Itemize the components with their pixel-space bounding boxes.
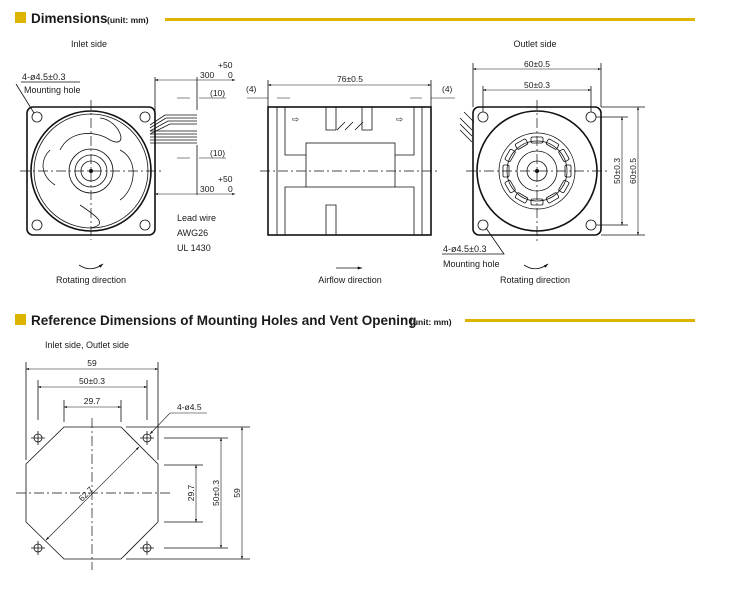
vent-slot xyxy=(545,138,560,150)
lead-bot-tol-low: 0 xyxy=(228,184,233,194)
lead-bot-10: (10) xyxy=(210,148,225,158)
outlet-hole-pitch: 50±0.3 xyxy=(524,80,550,90)
inlet-rotation-label: Rotating direction xyxy=(56,275,126,285)
section-rule xyxy=(165,18,695,21)
airflow-arrow-icon: ⇨ xyxy=(292,114,300,124)
outlet-hole-spec: 4-ø4.5±0.3 xyxy=(443,244,486,254)
lead-wire-gauge: AWG26 xyxy=(177,228,208,238)
ref-hole-pitch-v: 50±0.3 xyxy=(211,480,221,506)
section-unit: (unit: mm) xyxy=(107,15,149,25)
section-marker-icon xyxy=(15,314,26,325)
vent-slot xyxy=(514,192,529,204)
lead-wire-label: Lead wire xyxy=(177,213,216,223)
outlet-rotation-label: Rotating direction xyxy=(500,275,570,285)
side-length: 76±0.5 xyxy=(337,74,363,84)
side-view: 76±0.5 (4) (4) ⇨ ⇨ Airflow direction xyxy=(246,74,455,285)
lead-top-len: 300 xyxy=(200,70,214,80)
ref-hole-spec: 4-ø4.5 xyxy=(177,402,202,412)
mounting-holes xyxy=(31,111,151,231)
section-header-dimensions: Dimensions (unit: mm) xyxy=(15,11,695,26)
inlet-hole-label: Mounting hole xyxy=(24,85,81,95)
ref-hole-pitch: 50±0.3 xyxy=(79,376,105,386)
airflow-arrow-icon: ⇨ xyxy=(396,114,404,124)
outlet-hole-pitch-v: 50±0.3 xyxy=(612,158,622,184)
outlet-view: Outlet side 60±0.5 50±0.3 50±0.3 60±0.5 … xyxy=(442,39,645,285)
vent-slot xyxy=(545,192,560,204)
lead-wires xyxy=(149,114,197,144)
section-marker-icon xyxy=(15,12,26,23)
reference-subtitle: Inlet side, Outlet side xyxy=(45,340,129,350)
lead-bot-len: 300 xyxy=(200,184,214,194)
section-title: Dimensions xyxy=(31,11,108,26)
reference-view: Inlet side, Outlet side 59 50±0.3 29.7 4… xyxy=(16,340,250,570)
side-left-gap: (4) xyxy=(246,84,257,94)
vent-slot xyxy=(504,148,516,163)
ref-flat: 29.7 xyxy=(84,396,101,406)
inlet-label: Inlet side xyxy=(71,39,107,49)
outlet-hole-label: Mounting hole xyxy=(443,259,500,269)
section-rule xyxy=(465,319,695,322)
vent-slot xyxy=(558,179,570,194)
rotation-arrow-icon xyxy=(78,263,104,270)
vent-slot xyxy=(558,148,570,163)
rotation-arrow-icon xyxy=(523,263,549,270)
inlet-view: Inlet side 4-ø4.5±0.3 Mounting hole +50 … xyxy=(15,39,236,285)
side-right-gap: (4) xyxy=(442,84,453,94)
outlet-outer-height: 60±0.5 xyxy=(628,158,638,184)
airflow-label: Airflow direction xyxy=(318,275,382,285)
vent-slot xyxy=(514,138,529,150)
ref-width: 59 xyxy=(87,358,97,368)
outlet-label: Outlet side xyxy=(513,39,556,49)
vent-slots xyxy=(502,136,572,206)
lead-bot-tol: +50 xyxy=(218,174,233,184)
ref-diag: 62.7 xyxy=(76,484,95,503)
lead-wire-standard: UL 1430 xyxy=(177,243,211,253)
section-title: Reference Dimensions of Mounting Holes a… xyxy=(31,313,417,328)
inlet-hole-spec: 4-ø4.5±0.3 xyxy=(22,72,65,82)
outlet-outer-width: 60±0.5 xyxy=(524,59,550,69)
lead-top-tol-low: 0 xyxy=(228,70,233,80)
section-unit: (unit: mm) xyxy=(410,317,452,327)
ref-height: 59 xyxy=(232,488,242,498)
lead-top-10: (10) xyxy=(210,88,225,98)
lead-top-tol: +50 xyxy=(218,60,233,70)
ref-flat-v: 29.7 xyxy=(186,484,196,501)
vent-opening-outline xyxy=(25,426,159,560)
section-header-reference: Reference Dimensions of Mounting Holes a… xyxy=(15,313,695,328)
vent-slot xyxy=(504,179,516,194)
